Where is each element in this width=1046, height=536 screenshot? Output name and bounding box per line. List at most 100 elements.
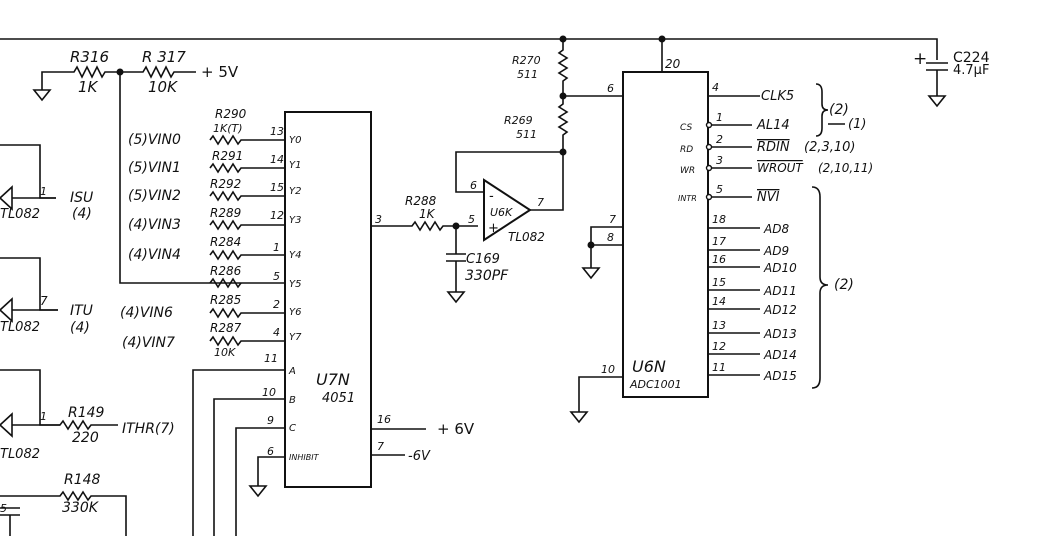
svg-text:10: 10	[262, 386, 276, 399]
svg-text:14: 14	[712, 295, 726, 308]
svg-text:(2,3,10): (2,3,10)	[804, 140, 856, 155]
svg-text:R292: R292	[210, 177, 241, 191]
c224-value: 4.7µF	[953, 63, 989, 78]
svg-text:(2,10,11): (2,10,11)	[818, 161, 873, 175]
left-amplifiers: 1 ISU (4) TL082 7 ITU (4) TL082 1 R149 2…	[0, 144, 175, 536]
svg-text:5: 5	[273, 270, 280, 283]
svg-text:WR: WR	[680, 166, 695, 176]
svg-text:R270: R270	[512, 54, 541, 67]
minus6v-label: -6V	[408, 449, 431, 464]
rdin-label: RDIN	[757, 140, 790, 155]
itu-label: ITU	[70, 303, 93, 319]
svg-text:AD14: AD14	[763, 348, 797, 362]
svg-text:6: 6	[470, 179, 477, 192]
c224-ref: C224	[953, 50, 990, 66]
svg-text:TL082: TL082	[508, 230, 545, 244]
svg-text:15: 15	[270, 181, 284, 194]
svg-text:Y1: Y1	[289, 160, 301, 171]
svg-text:(1): (1)	[848, 117, 866, 132]
resistors-r270-r269: R270 511 R269 511	[504, 39, 623, 156]
svg-text:U6K: U6K	[490, 206, 513, 219]
u6n-ref: U6N	[632, 357, 666, 376]
svg-text:10K: 10K	[214, 346, 236, 359]
svg-text:15: 15	[712, 276, 726, 289]
svg-text:220: 220	[72, 430, 99, 446]
svg-text:5: 5	[716, 183, 723, 196]
svg-text:(5)VIN2: (5)VIN2	[128, 188, 181, 204]
svg-text:3: 3	[375, 213, 382, 226]
isu-label: ISU	[70, 190, 93, 206]
svg-text:-: -	[489, 189, 494, 204]
u6n-adc1001: 20 6 U6N ADC1001 CS RD WR INTR 4 1 2 3 5…	[569, 39, 760, 424]
svg-text:3: 3	[716, 154, 723, 167]
svg-text:1: 1	[716, 111, 723, 124]
svg-text:(5)VIN0: (5)VIN0	[128, 132, 181, 148]
svg-text:TL082: TL082	[0, 447, 40, 462]
svg-text:1K(T): 1K(T)	[213, 122, 243, 135]
svg-text:(4): (4)	[72, 206, 92, 222]
svg-text:12: 12	[270, 209, 284, 222]
r316-ref: R316	[70, 48, 109, 66]
svg-text:R148: R148	[64, 472, 101, 488]
clk5-label: CLK5	[761, 89, 794, 104]
svg-text:6: 6	[607, 82, 614, 95]
svg-text:(4)VIN6: (4)VIN6	[120, 305, 173, 321]
svg-text:(4)VIN4: (4)VIN4	[128, 247, 181, 263]
svg-text:1: 1	[273, 241, 280, 254]
svg-text:7: 7	[537, 196, 544, 209]
svg-text:511: 511	[516, 128, 537, 141]
svg-text:4: 4	[273, 326, 280, 339]
svg-text:16: 16	[712, 253, 726, 266]
svg-text:5: 5	[468, 213, 475, 226]
plus5v-label: + 5V	[201, 63, 239, 81]
svg-text:Y2: Y2	[289, 186, 301, 197]
svg-text:9: 9	[267, 414, 274, 427]
svg-text:Y0: Y0	[289, 135, 301, 146]
svg-text:R149: R149	[68, 405, 105, 421]
svg-text:1: 1	[40, 410, 47, 423]
resistor-r316-r317: R316 1K R 317 10K + 5V	[32, 48, 285, 284]
svg-text:13: 13	[712, 319, 726, 332]
mux-input-resistors: R290 1K(T) R291 R292 R289 R284 R286 R285…	[120, 107, 285, 359]
svg-text:16: 16	[377, 413, 391, 426]
svg-text:(2): (2)	[829, 102, 849, 118]
svg-text:330K: 330K	[62, 500, 100, 516]
svg-text:AD8: AD8	[763, 222, 789, 236]
svg-text:AD11: AD11	[763, 284, 797, 298]
svg-text:(4)VIN7: (4)VIN7	[122, 335, 175, 351]
svg-text:(5)VIN1: (5)VIN1	[128, 160, 181, 176]
svg-text:(2): (2)	[834, 277, 854, 293]
svg-text:R287: R287	[210, 321, 242, 335]
svg-text:2: 2	[716, 133, 723, 146]
svg-text:R269: R269	[504, 114, 533, 127]
svg-text:AD10: AD10	[763, 261, 797, 275]
svg-text:5: 5	[0, 502, 7, 515]
svg-text:7: 7	[377, 440, 384, 453]
u7n-part: 4051	[322, 391, 355, 406]
svg-text:(4): (4)	[70, 320, 90, 336]
svg-text:14: 14	[270, 153, 284, 166]
u7n-ref: U7N	[316, 370, 350, 389]
svg-text:R285: R285	[210, 293, 241, 307]
svg-text:Y4: Y4	[289, 250, 301, 261]
mux-select-lines	[192, 369, 285, 536]
svg-text:CS: CS	[680, 123, 692, 133]
plus6v-label: + 6V	[437, 420, 475, 438]
svg-text:AD13: AD13	[763, 327, 797, 341]
svg-text:INTR: INTR	[678, 194, 697, 203]
svg-text:+: +	[913, 49, 927, 69]
svg-text:17: 17	[712, 235, 726, 248]
svg-text:4: 4	[712, 81, 719, 94]
svg-text:7: 7	[609, 213, 616, 226]
mux-output-r288: R288 1K	[371, 194, 478, 232]
svg-text:C169: C169	[466, 252, 500, 267]
svg-text:+: +	[488, 221, 499, 236]
svg-text:18: 18	[712, 213, 726, 226]
svg-text:2: 2	[273, 298, 280, 311]
u6n-part: ADC1001	[629, 378, 682, 391]
svg-text:Y3: Y3	[289, 215, 301, 226]
u7n-mux-4051: U7N 4051 Y0 Y1 Y2 Y3 Y4 Y5 Y6 Y7 A B C I…	[262, 111, 391, 488]
al14-label: AL14	[756, 118, 790, 133]
svg-text:R284: R284	[210, 235, 241, 249]
